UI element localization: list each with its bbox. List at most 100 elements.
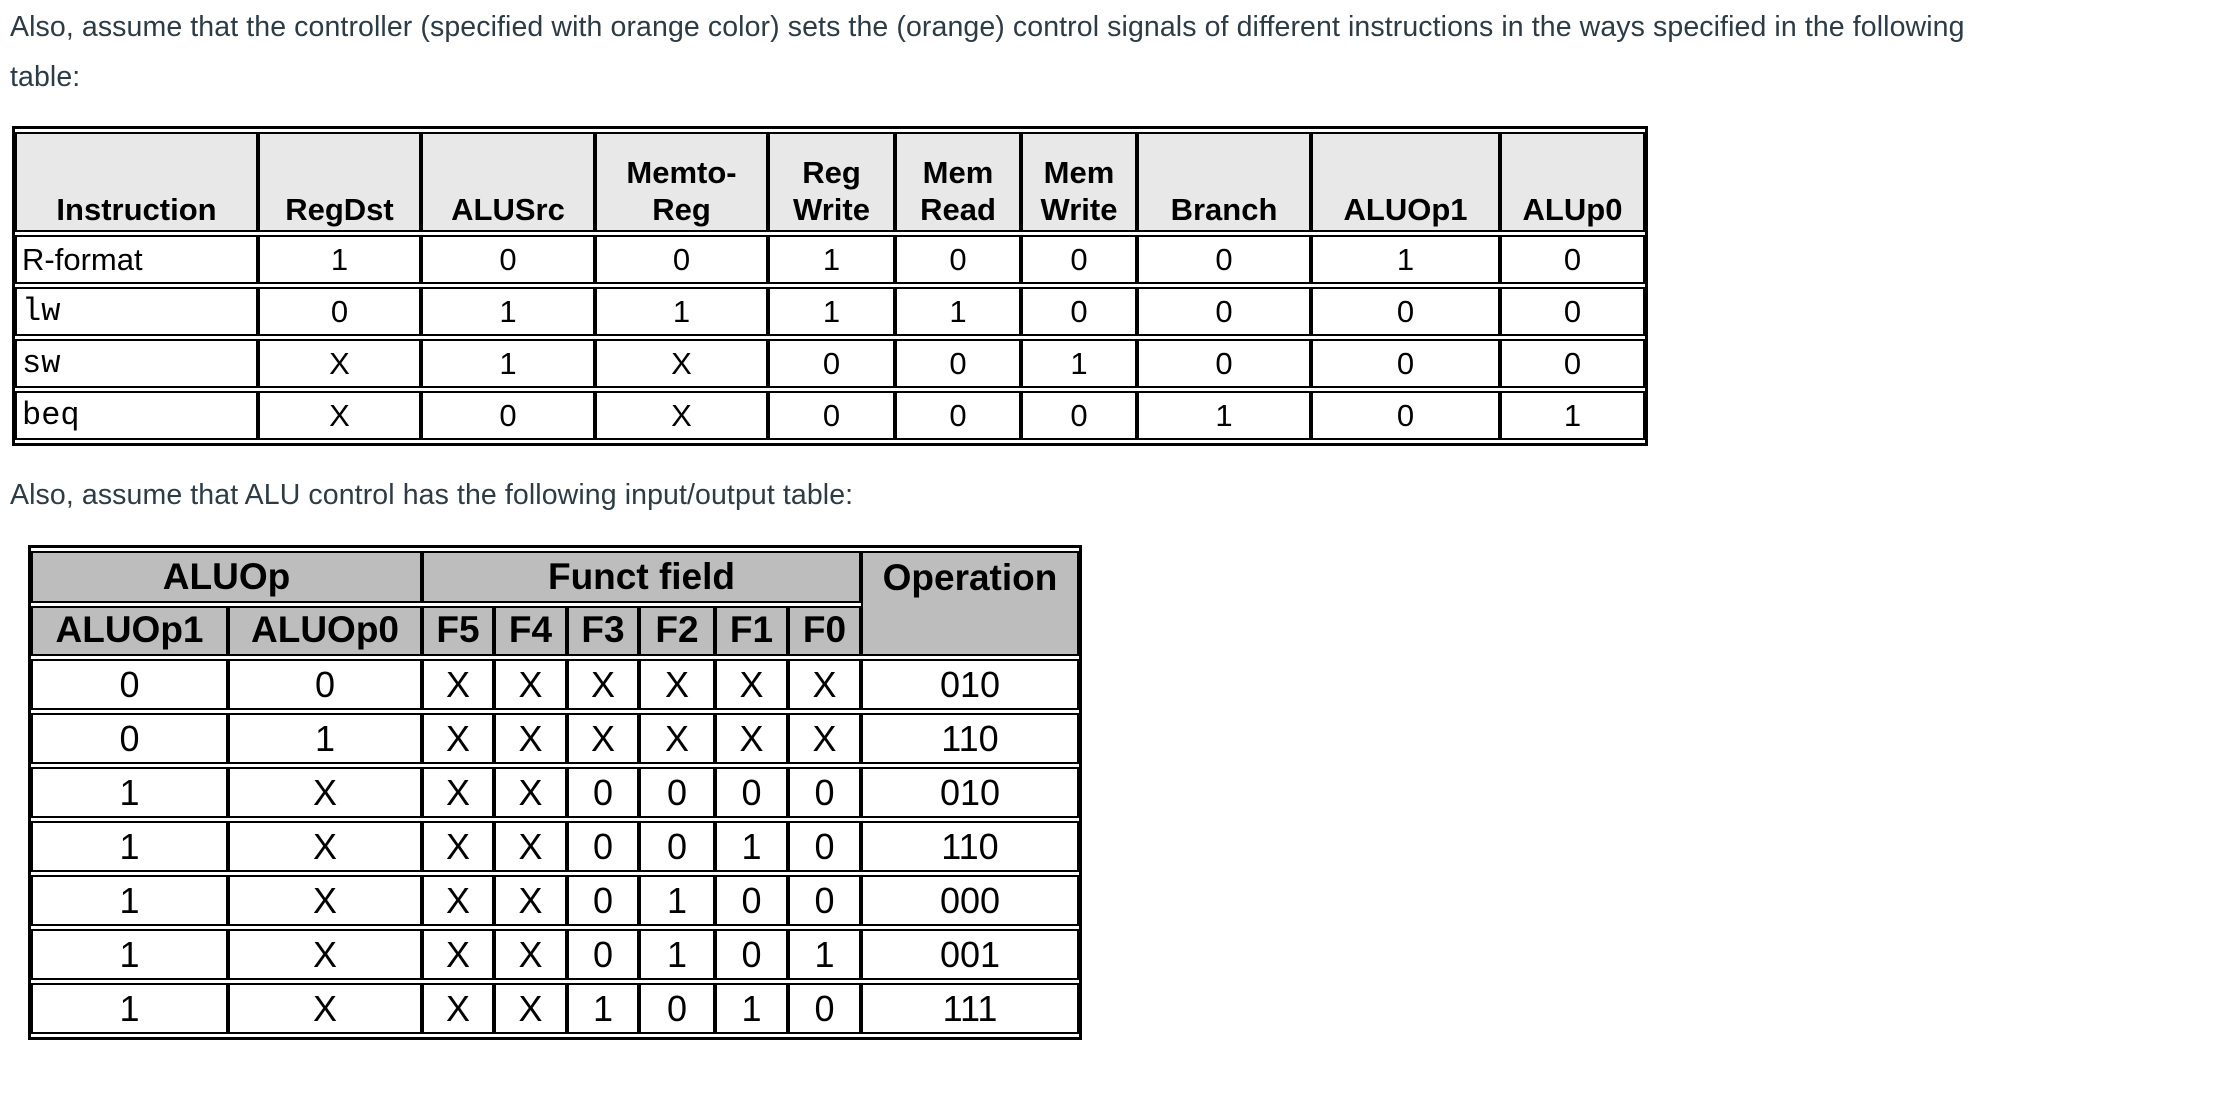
table-cell: 110 xyxy=(861,713,1079,764)
table-cell: 0 xyxy=(567,929,639,980)
table-cell: X xyxy=(422,713,494,764)
table-cell: 0 xyxy=(788,821,861,872)
control-table-header-row: Instruction RegDst ALUSrc Memto- Reg Reg… xyxy=(15,132,1645,232)
table-cell: 1 xyxy=(31,875,228,926)
table-cell: 1 xyxy=(768,287,895,336)
table-cell: X xyxy=(228,821,422,872)
table-cell: X xyxy=(258,391,421,440)
table-cell: 0 xyxy=(31,659,228,710)
table-cell: X xyxy=(258,339,421,388)
table-cell: 1 xyxy=(31,929,228,980)
table-cell: X xyxy=(639,659,715,710)
table-cell: 0 xyxy=(788,767,861,818)
intro-line-2: table: xyxy=(10,61,81,93)
intro-paragraph: Also, assume that the controller (specif… xyxy=(10,2,1965,102)
table-cell: 0 xyxy=(421,391,595,440)
table-cell: 0 xyxy=(1500,287,1645,336)
alu-table-sub-header-row: ALUOp1 ALUOp0 F5 F4 F3 F2 F1 F0 xyxy=(31,606,1079,656)
table-cell: 1 xyxy=(31,767,228,818)
table-cell: 0 xyxy=(1137,339,1311,388)
table-cell: 0 xyxy=(788,983,861,1034)
alu-intro-line: Also, assume that ALU control has the fo… xyxy=(10,479,854,511)
table-cell: 0 xyxy=(639,767,715,818)
alu-table-group-header-row: ALUOp Funct field Operation xyxy=(31,551,1079,656)
table-cell: 110 xyxy=(861,821,1079,872)
column-header-regwrite: Reg Write xyxy=(768,132,895,232)
table-cell: sw xyxy=(15,339,258,388)
table-cell: X xyxy=(494,659,567,710)
table-cell: 1 xyxy=(1137,391,1311,440)
column-header-branch: Branch xyxy=(1137,132,1311,232)
table-cell: X xyxy=(422,929,494,980)
table-cell: 0 xyxy=(1021,235,1137,284)
table-cell: 0 xyxy=(768,391,895,440)
table-cell: X xyxy=(715,713,788,764)
column-header-regdst: RegDst xyxy=(258,132,421,232)
table-cell: 1 xyxy=(31,983,228,1034)
table-cell: 0 xyxy=(567,821,639,872)
table-cell: 0 xyxy=(1500,235,1645,284)
table-cell: 0 xyxy=(567,875,639,926)
table-cell: 111 xyxy=(861,983,1079,1034)
column-header-aluop1: ALUOp1 xyxy=(31,606,228,656)
table-cell: 1 xyxy=(639,875,715,926)
table-cell: X xyxy=(422,767,494,818)
table-cell: 1 xyxy=(31,821,228,872)
table-cell: 010 xyxy=(861,767,1079,818)
column-header-alusrc: ALUSrc xyxy=(421,132,595,232)
table-cell: 1 xyxy=(1021,339,1137,388)
table-cell: X xyxy=(422,821,494,872)
table-cell: 0 xyxy=(639,983,715,1034)
group-header-aluop: ALUOp xyxy=(31,551,422,603)
table-cell: 0 xyxy=(567,767,639,818)
table-cell: X xyxy=(494,929,567,980)
table-cell: 010 xyxy=(861,659,1079,710)
column-header-f1: F1 xyxy=(715,606,788,656)
table-cell: 1 xyxy=(421,339,595,388)
table-cell: 1 xyxy=(1311,235,1500,284)
table-cell: 0 xyxy=(1311,287,1500,336)
table-cell: X xyxy=(567,713,639,764)
table-cell: X xyxy=(494,983,567,1034)
table-cell: R-format xyxy=(15,235,258,284)
table-cell: X xyxy=(228,767,422,818)
table-cell: 0 xyxy=(895,235,1021,284)
table-cell: 1 xyxy=(258,235,421,284)
table-cell: 0 xyxy=(258,287,421,336)
column-header-alup0: ALUp0 xyxy=(1500,132,1645,232)
table-cell: 1 xyxy=(768,235,895,284)
table-cell: X xyxy=(422,983,494,1034)
table-cell: 0 xyxy=(421,235,595,284)
table-cell: 0 xyxy=(1137,235,1311,284)
table-cell: X xyxy=(494,713,567,764)
table-cell: 0 xyxy=(715,767,788,818)
column-header-aluop1: ALUOp1 xyxy=(1311,132,1500,232)
table-cell: X xyxy=(494,875,567,926)
table-cell: X xyxy=(715,659,788,710)
table-cell: 0 xyxy=(595,235,768,284)
column-header-f2: F2 xyxy=(639,606,715,656)
table-cell: 0 xyxy=(1500,339,1645,388)
table-cell: 0 xyxy=(31,713,228,764)
column-header-instruction: Instruction xyxy=(15,132,258,232)
table-cell: 0 xyxy=(895,391,1021,440)
table-cell: 1 xyxy=(639,929,715,980)
table-cell: 0 xyxy=(715,875,788,926)
column-header-memread: Mem Read xyxy=(895,132,1021,232)
table-cell: 0 xyxy=(639,821,715,872)
table-cell: X xyxy=(494,821,567,872)
table-cell: X xyxy=(567,659,639,710)
table-cell: 0 xyxy=(715,929,788,980)
table-cell: 1 xyxy=(715,821,788,872)
column-header-memwrite: Mem Write xyxy=(1021,132,1137,232)
table-cell: X xyxy=(494,767,567,818)
